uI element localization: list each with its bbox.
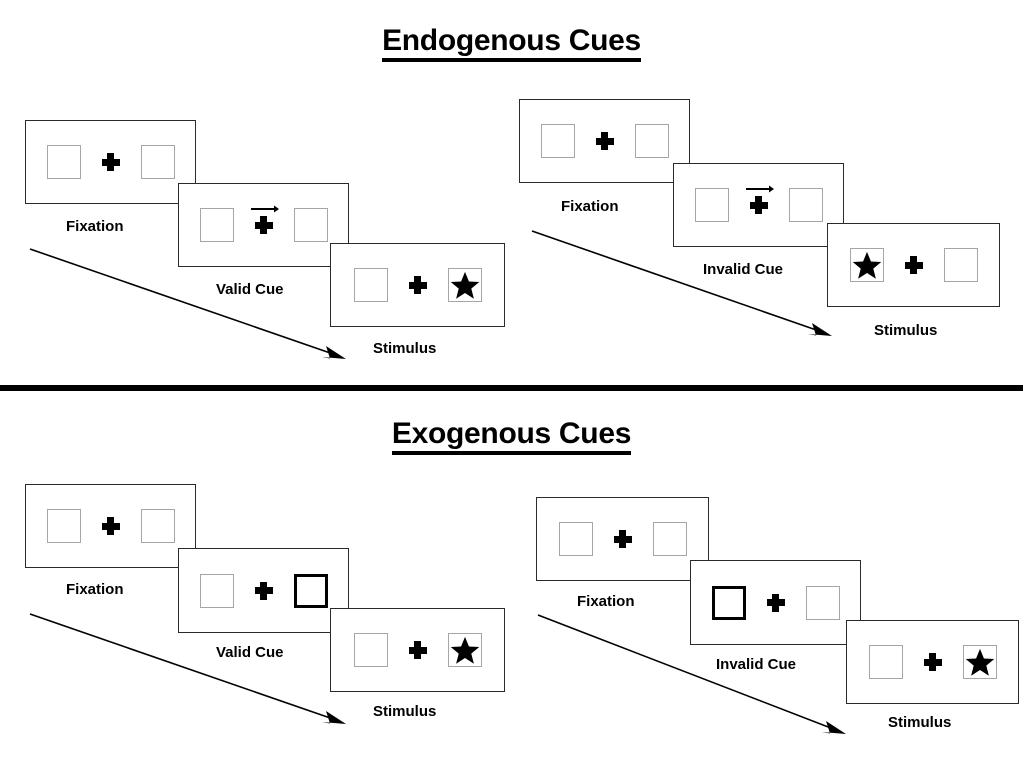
panel-exogenous-valid-cue bbox=[178, 548, 349, 633]
fixation-cross-icon bbox=[766, 593, 786, 613]
star-icon bbox=[450, 636, 479, 664]
placeholder-box-right bbox=[447, 268, 482, 302]
caption-exogenous-invalid-cue: Invalid Cue bbox=[716, 656, 797, 673]
caption-endogenous-invalid-fixation: Fixation bbox=[561, 198, 619, 215]
fixation-cross-icon bbox=[923, 652, 943, 672]
panel-endogenous-valid-stimulus bbox=[330, 243, 505, 327]
caption-endogenous-valid-stimulus: Stimulus bbox=[373, 340, 437, 357]
panel-endogenous-invalid-fixation bbox=[519, 99, 690, 183]
fixation-cross-icon bbox=[613, 529, 633, 549]
panel-exogenous-valid-fixation bbox=[25, 484, 196, 568]
caption-endogenous-valid-fixation: Fixation bbox=[66, 218, 124, 235]
fixation-cross-icon bbox=[904, 255, 924, 275]
star-icon bbox=[852, 251, 881, 279]
placeholder-box-left bbox=[46, 509, 81, 543]
fixation-cross-icon bbox=[101, 152, 121, 172]
section-title-exogenous-text: Exogenous Cues bbox=[391, 418, 631, 455]
panel-endogenous-valid-cue bbox=[178, 183, 349, 267]
placeholder-box-left bbox=[353, 633, 388, 667]
placeholder-box-right bbox=[788, 188, 823, 222]
caption-exogenous-invalid-stimulus: Stimulus bbox=[888, 714, 952, 731]
caption-endogenous-valid-cue: Valid Cue bbox=[216, 281, 284, 298]
placeholder-box-right bbox=[447, 633, 482, 667]
fixation-cross-icon bbox=[408, 275, 428, 295]
panel-exogenous-invalid-fixation bbox=[536, 497, 709, 581]
placeholder-box-left bbox=[46, 145, 81, 179]
placeholder-box-left bbox=[868, 645, 903, 679]
caption-exogenous-valid-fixation: Fixation bbox=[66, 581, 124, 598]
cued-box-right bbox=[293, 573, 328, 608]
placeholder-box-right bbox=[805, 585, 840, 620]
placeholder-box-right bbox=[140, 145, 175, 179]
star-icon bbox=[965, 648, 994, 676]
fixation-cross-icon bbox=[254, 581, 274, 601]
section-divider bbox=[0, 385, 1023, 391]
panel-exogenous-invalid-cue bbox=[690, 560, 861, 645]
panel-exogenous-invalid-stimulus bbox=[846, 620, 1019, 704]
panel-endogenous-invalid-cue bbox=[673, 163, 844, 247]
panel-endogenous-invalid-stimulus bbox=[827, 223, 1000, 307]
placeholder-box-right bbox=[293, 208, 328, 242]
placeholder-box-left bbox=[849, 248, 884, 282]
endogenous-cue-center bbox=[745, 185, 774, 222]
fixation-cross-icon bbox=[749, 195, 769, 215]
placeholder-box-right bbox=[652, 522, 687, 556]
placeholder-box-left bbox=[540, 124, 575, 158]
caption-exogenous-invalid-fixation: Fixation bbox=[577, 593, 635, 610]
caption-endogenous-invalid-cue: Invalid Cue bbox=[703, 261, 784, 278]
placeholder-box-left bbox=[694, 188, 729, 222]
section-title-endogenous-text: Endogenous Cues bbox=[382, 25, 641, 62]
cued-box-left bbox=[711, 585, 746, 620]
placeholder-box-right bbox=[962, 645, 997, 679]
panel-endogenous-valid-fixation bbox=[25, 120, 196, 204]
placeholder-box-left bbox=[199, 573, 234, 608]
arrow-right-icon bbox=[745, 185, 774, 193]
endogenous-cue-center bbox=[250, 205, 279, 242]
placeholder-box-right bbox=[943, 248, 978, 282]
placeholder-box-left bbox=[558, 522, 593, 556]
fixation-cross-icon bbox=[595, 131, 615, 151]
fixation-cross-icon bbox=[254, 215, 274, 235]
caption-exogenous-valid-cue: Valid Cue bbox=[216, 644, 284, 661]
panel-exogenous-valid-stimulus bbox=[330, 608, 505, 692]
placeholder-box-right bbox=[140, 509, 175, 543]
caption-endogenous-invalid-stimulus: Stimulus bbox=[874, 322, 938, 339]
arrow-right-icon bbox=[250, 205, 279, 213]
placeholder-box-left bbox=[353, 268, 388, 302]
fixation-cross-icon bbox=[101, 516, 121, 536]
section-title-exogenous: Exogenous Cues bbox=[0, 417, 1023, 455]
star-icon bbox=[450, 271, 479, 299]
caption-exogenous-valid-stimulus: Stimulus bbox=[373, 703, 437, 720]
placeholder-box-left bbox=[199, 208, 234, 242]
placeholder-box-right bbox=[634, 124, 669, 158]
fixation-cross-icon bbox=[408, 640, 428, 660]
section-title-endogenous: Endogenous Cues bbox=[0, 24, 1023, 62]
